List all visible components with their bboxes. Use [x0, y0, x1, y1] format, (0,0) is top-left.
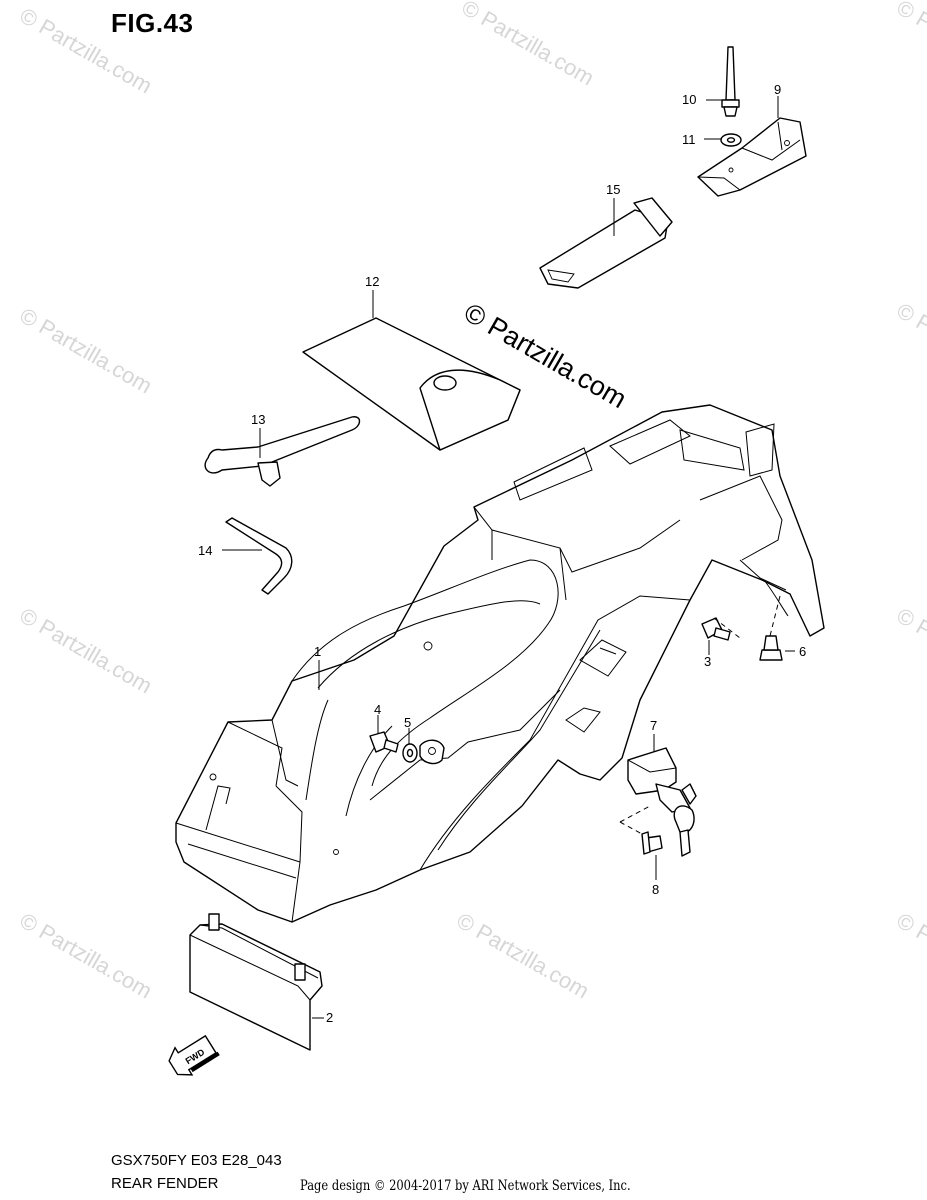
- part-11-washer: [720, 133, 742, 147]
- watermark-text: © Partzilla.com: [16, 303, 157, 399]
- callout-4: 4: [374, 702, 381, 717]
- section-name: REAR FENDER: [111, 1175, 219, 1192]
- part-3-bolt: [701, 617, 731, 641]
- part-2-mud-flap: [189, 913, 323, 1051]
- forward-direction-arrow: FWD: [168, 1034, 220, 1076]
- callout-numbers: 1 2 3 4 5 6 7 8 9 10 11 12 13 14 15: [198, 82, 806, 1025]
- part-4-bolt: [369, 731, 399, 753]
- part-9-bracket: [697, 117, 807, 197]
- part-13-spanner: [204, 416, 361, 487]
- model-code: GSX750FY E03 E28_043: [111, 1152, 282, 1169]
- watermark-text: © Partzilla.com: [458, 0, 599, 90]
- watermark-text: © Partzilla.com: [453, 908, 594, 1004]
- part-15-strap: [539, 197, 673, 289]
- part-6-screw: [759, 635, 783, 661]
- leader-lines: [222, 96, 795, 1019]
- callout-12: 12: [365, 274, 379, 289]
- callout-15: 15: [606, 182, 620, 197]
- part-7-seat-lock: [627, 747, 697, 857]
- watermark-text: © Partzilla.com: [893, 298, 927, 394]
- callout-14: 14: [198, 543, 212, 558]
- part-10-clip: [721, 46, 740, 117]
- part-5-washer: [402, 743, 418, 763]
- callout-5: 5: [404, 715, 411, 730]
- callout-9: 9: [774, 82, 781, 97]
- watermark-text: © Partzilla.com: [16, 908, 157, 1004]
- part-1-rear-fender: [175, 404, 825, 923]
- watermark-text: © Partzilla.com: [893, 603, 927, 699]
- figure-title: FIG.43: [111, 8, 194, 38]
- watermark-text: © Partzilla.com: [893, 0, 927, 90]
- callout-7: 7: [650, 718, 657, 733]
- watermark-text: © Partzilla.com: [893, 908, 927, 1004]
- callout-10: 10: [682, 92, 696, 107]
- callout-11: 11: [682, 132, 696, 147]
- callout-13: 13: [251, 412, 265, 427]
- callout-8: 8: [652, 882, 659, 897]
- callout-3: 3: [704, 654, 711, 669]
- watermark-text: © Partzilla.com: [16, 3, 157, 99]
- part-8-screw: [641, 831, 663, 855]
- watermark-text: © Partzilla.com: [16, 603, 157, 699]
- callout-2: 2: [326, 1010, 333, 1025]
- callout-6: 6: [799, 644, 806, 659]
- page-credit: Page design © 2004-2017 by ARI Network S…: [300, 1178, 631, 1194]
- part-12-tool-bag: [302, 317, 521, 451]
- callout-1: 1: [314, 644, 321, 659]
- part-14-hex-wrench: [225, 517, 293, 595]
